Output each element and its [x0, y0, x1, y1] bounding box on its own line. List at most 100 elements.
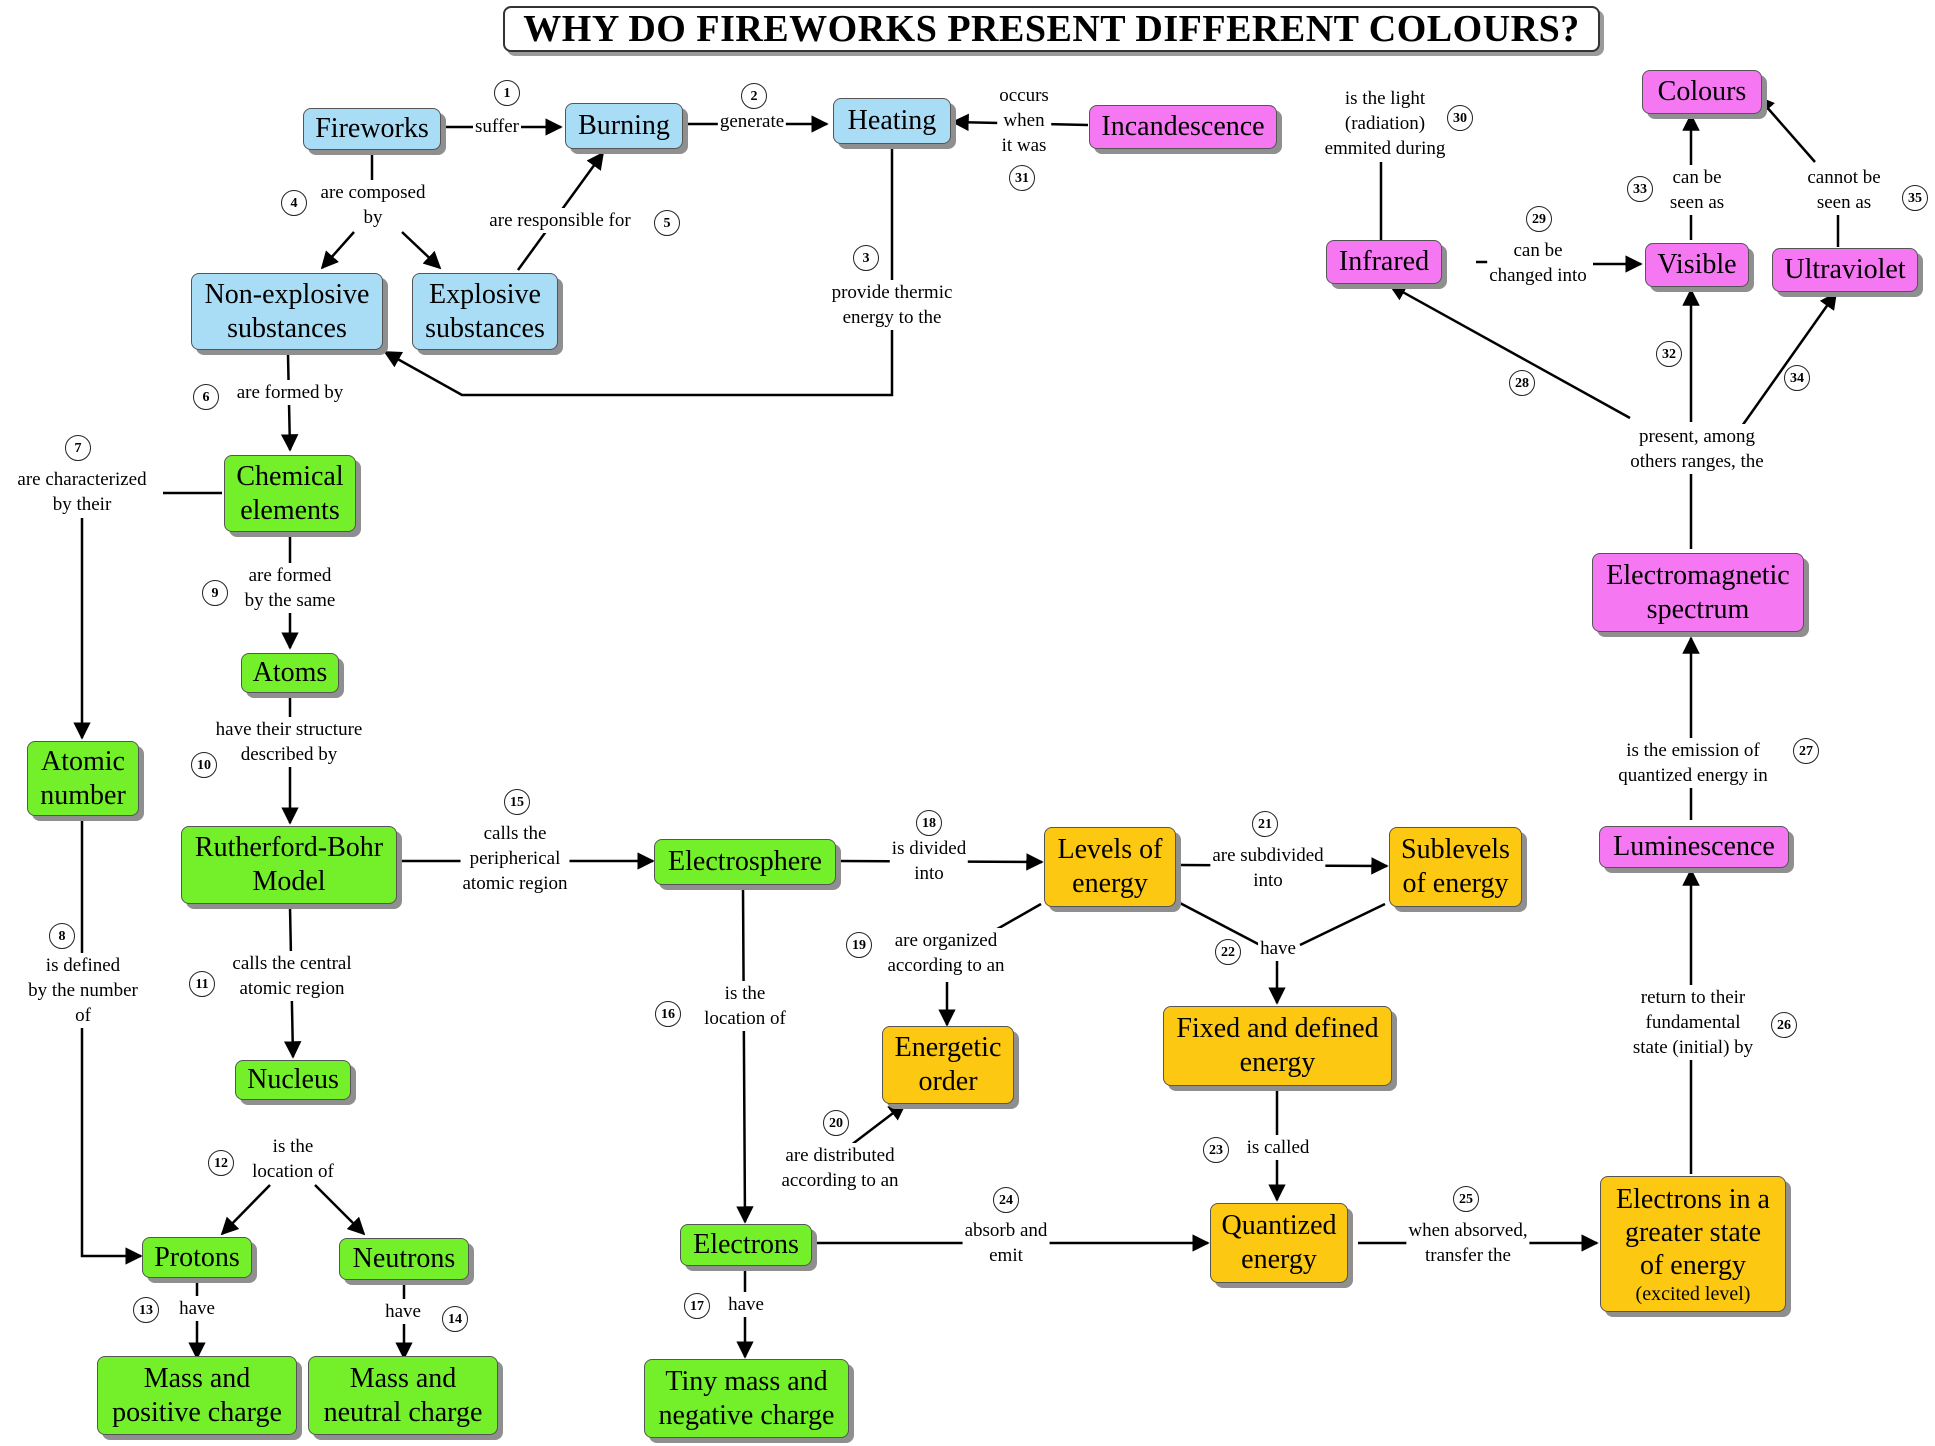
link-number-15: 15: [504, 789, 530, 815]
link-number-23: 23: [1203, 1137, 1229, 1163]
link-number-14: 14: [442, 1306, 468, 1332]
link-number-11: 11: [189, 971, 215, 997]
link-number-3: 3: [853, 245, 879, 271]
edge-nucleus-protons: [220, 1184, 271, 1236]
node-label: Explosive substances: [425, 278, 545, 344]
node-label: Rutherford-Bohr Model: [194, 832, 384, 897]
link-number-16: 16: [655, 1001, 681, 1027]
link-label-14: have: [383, 1299, 423, 1324]
node-label: Sublevels of energy: [1401, 834, 1510, 899]
edge-present-infrared: [1388, 283, 1631, 420]
link-number-17: 17: [684, 1293, 710, 1319]
node-label: Mass and neutral charge: [323, 1362, 483, 1428]
page-title: WHY DO FIREWORKS PRESENT DIFFERENT COLOU…: [503, 6, 1600, 52]
link-label-21: are subdivided into: [1210, 843, 1326, 893]
node-colours: Colours: [1642, 70, 1762, 114]
edge-electrosphere-electrons: [736, 887, 754, 1224]
node-label: Tiny mass and negative charge: [658, 1365, 835, 1431]
node-rutherford-bohr: Rutherford-Bohr Model: [181, 826, 397, 904]
node-levels-energy: Levels of energy: [1044, 827, 1176, 907]
link-label-18: is divided into: [889, 836, 969, 886]
node-tiny-mass: Tiny mass and negative charge: [644, 1359, 849, 1438]
link-number-24: 24: [993, 1187, 1019, 1213]
link-label-12: is the location of: [250, 1134, 336, 1184]
node-ultraviolet: Ultraviolet: [1772, 248, 1918, 292]
node-mass-neutral: Mass and neutral charge: [308, 1356, 498, 1435]
link-number-2: 2: [741, 83, 767, 109]
link-number-22: 22: [1215, 939, 1241, 965]
node-label: Electrons: [693, 1229, 799, 1260]
node-label: Chemical elements: [236, 460, 344, 526]
link-number-32: 32: [1656, 341, 1682, 367]
node-fixed-energy: Fixed and defined energy: [1163, 1006, 1392, 1086]
link-label-26: return to their fundamental state (initi…: [1630, 985, 1756, 1060]
node-label: Atoms: [252, 657, 328, 688]
link-number-21: 21: [1252, 811, 1278, 837]
node-label: Infrared: [1338, 246, 1430, 277]
link-number-33: 33: [1627, 176, 1653, 202]
node-em-spectrum: Electromagnetic spectrum: [1592, 553, 1804, 632]
link-number-5: 5: [654, 210, 680, 236]
node-excited-electrons: Electrons in a greater state of energy(e…: [1600, 1176, 1786, 1312]
node-quantized-energy: Quantized energy: [1210, 1203, 1348, 1283]
link-label-4: are composed by: [318, 180, 428, 230]
node-label: Energetic order: [894, 1032, 1002, 1097]
node-label: Fireworks: [315, 113, 429, 144]
link-number-34: 34: [1784, 365, 1810, 391]
edge-cannot-colours: [1756, 95, 1816, 163]
link-label-25: when absorved, transfer the: [1406, 1218, 1530, 1268]
node-atomic-number: Atomic number: [27, 741, 139, 816]
node-label: Visible: [1657, 249, 1737, 280]
link-number-18: 18: [916, 810, 942, 836]
link-label-35: cannot be seen as: [1805, 165, 1883, 215]
link-number-1: 1: [494, 80, 520, 106]
link-label-30: is the light (radiation) emmited during: [1322, 86, 1448, 161]
link-label-17: have: [726, 1292, 766, 1317]
link-label-33: can be seen as: [1667, 165, 1727, 215]
link-number-29: 29: [1526, 206, 1552, 232]
link-number-4: 4: [281, 190, 307, 216]
node-luminescence: Luminescence: [1599, 826, 1789, 868]
link-number-7: 7: [65, 435, 91, 461]
edge-atomicnumber-protons: [80, 818, 143, 1265]
link-number-31: 31: [1009, 165, 1035, 191]
node-label: Ultraviolet: [1784, 254, 1906, 285]
link-number-19: 19: [846, 932, 872, 958]
link-label-16: is the location of: [702, 981, 788, 1031]
link-number-27: 27: [1793, 738, 1819, 764]
edge-sublevels-have: [1299, 902, 1386, 947]
link-label-24: absorb and emit: [962, 1218, 1050, 1268]
link-number-13: 13: [133, 1297, 159, 1323]
node-label: Non-explosive substances: [204, 278, 370, 344]
node-label: Nucleus: [247, 1064, 339, 1095]
node-electrons: Electrons: [680, 1224, 812, 1266]
link-number-30: 30: [1447, 105, 1473, 131]
link-number-35: 35: [1902, 185, 1928, 211]
node-burning: Burning: [565, 103, 683, 149]
edge-heating-nonexplosive: [383, 147, 894, 397]
node-heating: Heating: [833, 98, 951, 144]
node-label: Incandescence: [1101, 111, 1265, 142]
node-electrosphere: Electrosphere: [654, 839, 836, 885]
node-sublevels-energy: Sublevels of energy: [1389, 827, 1522, 907]
link-label-23: is called: [1244, 1135, 1312, 1160]
edge-nucleus-neutrons: [314, 1184, 366, 1236]
link-number-12: 12: [208, 1150, 234, 1176]
node-fireworks: Fireworks: [303, 108, 441, 150]
node-sublabel: (excited level): [1635, 1282, 1751, 1305]
edge-levels-have: [1177, 900, 1261, 947]
node-label: Colours: [1657, 76, 1747, 107]
link-label-9: are formed by the same: [242, 563, 338, 613]
edge-fireworks-nonexplosive: [320, 231, 355, 270]
node-label: Electrons in a greater state of energy: [1616, 1183, 1770, 1281]
link-label-13: have: [177, 1296, 217, 1321]
link-number-9: 9: [202, 580, 228, 606]
node-atoms: Atoms: [241, 653, 339, 693]
node-chemical-elements: Chemical elements: [224, 455, 356, 532]
link-label-10: have their structure described by: [213, 717, 365, 767]
link-label-5: are responsible for: [487, 208, 633, 233]
link-label-20: are distributed according to an: [779, 1143, 901, 1193]
node-mass-positive: Mass and positive charge: [97, 1356, 297, 1435]
node-non-explosive: Non-explosive substances: [191, 273, 383, 350]
